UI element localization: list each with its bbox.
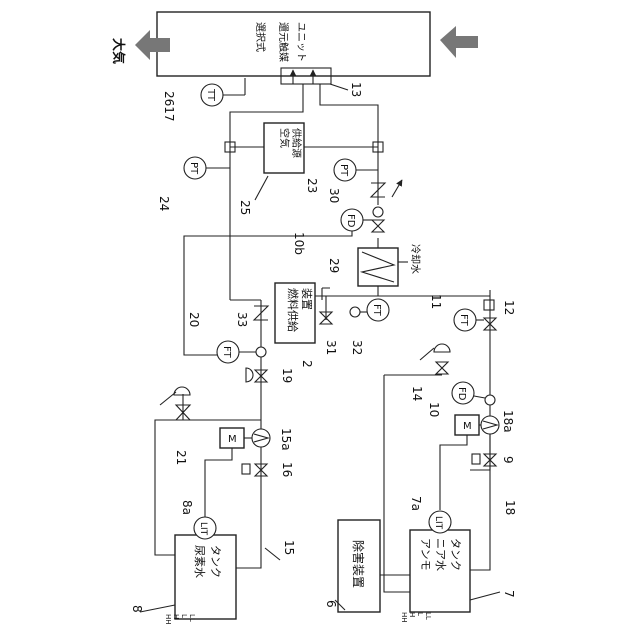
ammonia-level-hh: HH [400,612,408,623]
ref-2617: 2617 [162,91,176,122]
ref-19: 19 [280,368,294,383]
ft-11-label: FT [458,314,469,327]
ref-23: 23 [305,178,319,193]
urea-level-ll: LL [188,614,196,622]
leader-8 [140,605,175,612]
actuator-19 [246,368,253,382]
lit-8a-label: LIT [198,522,208,536]
urea-level-l: L [180,614,188,618]
actuator-9 [472,454,480,464]
urea-level-hh: HH [164,614,172,625]
motor-18a-label: M [463,421,472,432]
ref-29: 29 [327,258,341,273]
ref-24: 24 [157,196,171,211]
ref-32: 32 [350,340,364,355]
ammonia-level-h: H [408,612,416,617]
scr-unit-box [157,12,430,76]
motor-18a-lead [440,435,467,510]
cooler-box [358,248,398,286]
valve-10b [372,220,384,232]
scr-unit-label-1: 選択式 [254,22,267,52]
fuel-supply-label-1: 燃料供給 [286,288,300,332]
scr-unit-label-3: ユニット [295,22,306,62]
motor-15a-label: M [228,434,237,445]
fuel-line [230,84,303,300]
ref-31: 31 [324,340,338,355]
ref-33: 33 [235,312,249,327]
air-supply-label-2: 供給源 [290,128,303,158]
fd-10-lead [474,396,485,398]
urea-tank-label-2: タンク [209,545,222,578]
tt-label: TT [205,88,216,102]
ref-10: 10 [427,402,441,417]
ref-30: 30 [327,188,341,203]
ref-10b: 10b [292,232,306,255]
signal-14 [420,348,434,360]
leader-15 [265,548,280,560]
ref-15a: 15a [279,428,293,451]
ref-25: 25 [238,200,252,215]
fd-10-label: FD [456,387,467,401]
ammonia-tank-label-1: アンモ [419,538,432,571]
ammonia-level-ll: LL [424,612,432,620]
pt-left-label: PT [188,162,199,175]
urea-suction [236,447,261,568]
ref-7: 7 [502,590,516,598]
air-supply-label-1: 空気 [278,128,291,148]
ref-2: 2 [300,360,314,368]
ref-7a: 7a [409,496,423,511]
scr-unit-label-2: 還元触媒 [277,22,290,62]
ammonia-line [320,84,378,205]
urea-return-line [155,394,183,555]
ref-15: 15 [282,540,296,555]
ammonia-level-l: L [416,612,424,616]
signal-21 [160,392,176,405]
ref-16: 16 [280,462,294,477]
check-valve-12 [484,300,494,310]
leader-25 [255,176,268,200]
ref-12: 12 [502,300,516,315]
actuator-21 [174,387,190,395]
exhaust-in-arrow [440,26,478,58]
valve-14 [436,362,448,374]
fd-10b-label: FD [345,214,356,228]
ammonia-tank-label-3: タンク [449,538,462,571]
ft-20-label: FT [221,346,232,359]
fuel-supply-label-2: 装置 [300,288,313,310]
ref-11: 11 [429,294,443,309]
ft-32-label: FT [371,304,382,317]
leader-13 [330,84,348,90]
ref-18: 18 [503,500,517,515]
ammonia-tank-label-2: ニア水 [434,538,447,571]
coolant-label: 冷却水 [409,244,422,274]
leader-7 [470,592,500,600]
ref-14: 14 [410,386,424,401]
ref-9: 9 [501,456,515,464]
flow-element-20 [256,347,266,357]
ammonia-return-line [384,375,410,592]
ref-18a: 18a [501,410,515,433]
ref-8a: 8a [180,500,194,515]
remover-label: 除害装置 [351,540,366,588]
ref-13: 13 [349,82,363,97]
ref-21: 21 [174,450,188,465]
lit-7a-label: LIT [433,516,443,530]
flow-element-32 [350,307,360,317]
flow-element-10 [485,395,495,405]
actuator-16 [242,464,250,474]
control-loop-left [184,231,352,355]
actuator-14 [434,344,450,352]
ref-20: 20 [187,312,201,327]
flow-element-10b [373,207,383,217]
pt-right-label: PT [338,164,349,177]
urea-level-h: H [172,614,180,619]
arrow-30 [392,180,402,197]
urea-tank-label-1: 尿素水 [193,545,206,578]
exhaust-label: 大気 [110,38,126,64]
